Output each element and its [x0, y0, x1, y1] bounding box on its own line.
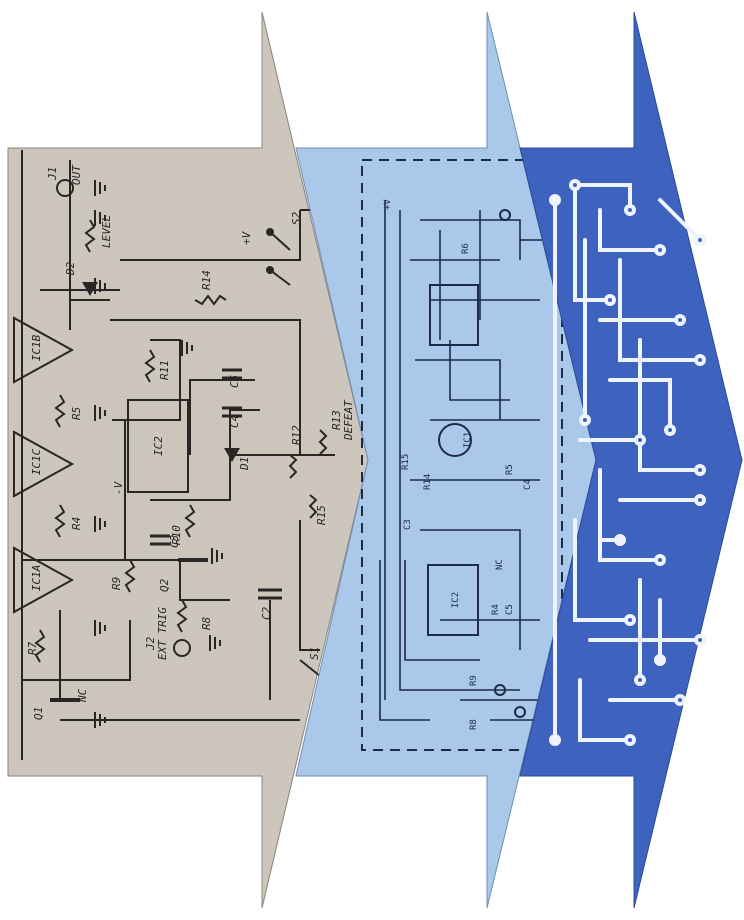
label-ic1a: IC1A	[30, 565, 43, 592]
layout-label-r5: R5	[505, 464, 515, 475]
ic2-package-symbol	[127, 399, 189, 493]
label-c5: C5	[228, 375, 241, 388]
label-ext-trig: EXT TRIG	[156, 607, 169, 660]
resistor-r13-symbol	[318, 429, 328, 455]
layout-ic2-outline	[427, 564, 479, 636]
jack-ext-trig-symbol	[173, 639, 191, 657]
layout-label-r6: R6	[461, 243, 471, 254]
layout-label-ic1: IC1	[463, 432, 473, 448]
label-plus-v-1: +V	[240, 230, 253, 245]
label-r8: R8	[200, 616, 213, 630]
layout-label-ic2: IC2	[451, 592, 461, 608]
resistor-r7-symbol	[34, 629, 46, 663]
layout-labels: IC2 IC1 R9 R8 R4 R5 R6 C4 C5 C3 NC R14 R…	[383, 199, 533, 730]
label-d1: D1	[238, 457, 251, 471]
label-out: OUT	[70, 164, 83, 185]
capacitor-c4-symbol	[222, 406, 242, 418]
layout-label-r9: R9	[469, 675, 479, 686]
label-minus-v: -V	[112, 480, 125, 495]
schematic-jacks	[56, 179, 191, 657]
schematic-capacitors	[150, 368, 282, 600]
resistor-r5-symbol	[54, 394, 66, 428]
capacitor-c2-symbol	[258, 588, 282, 600]
schematic-stage: IC1B IC1C IC1A IC2 D2 D1 R5 R4 R7 R8 R9 …	[7, 11, 369, 909]
label-j2: J2	[144, 636, 157, 651]
resistor-r9-symbol	[124, 559, 136, 593]
opamp-ic1b-symbol	[13, 316, 75, 384]
resistor-r14-symbol	[194, 294, 227, 306]
resistor-r11-symbol	[144, 349, 156, 383]
label-r7: R7	[26, 641, 39, 655]
opamp-ic1a-symbol	[13, 546, 75, 614]
schematic-labels: IC1B IC1C IC1A IC2 D2 D1 R5 R4 R7 R8 R9 …	[26, 164, 355, 720]
label-c3: C3	[168, 535, 181, 548]
layout-pad-1	[499, 209, 511, 221]
layout-label-r15: R15	[401, 454, 411, 470]
resistor-r6-level-symbol	[84, 219, 96, 253]
layout-ic1-outline	[429, 284, 479, 346]
layout-pad-2	[494, 684, 506, 696]
label-c4: C4	[228, 415, 241, 428]
jack-j1-out-symbol	[56, 179, 74, 197]
label-q1: Q1	[32, 707, 45, 720]
layout-pad-3	[514, 706, 526, 718]
label-nc: NC	[76, 688, 89, 703]
label-q2: Q2	[158, 578, 171, 592]
resistor-r15-symbol	[308, 494, 318, 519]
label-s2: S2	[290, 211, 303, 225]
label-ic2: IC2	[152, 436, 165, 456]
label-ic1c: IC1C	[30, 448, 43, 475]
label-r5: R5	[70, 407, 83, 420]
label-s1: S1	[308, 647, 321, 660]
label-r9: R9	[110, 577, 123, 590]
label-defeat: DEFEAT	[342, 399, 355, 441]
label-r13: R13	[330, 410, 343, 430]
label-d2: D2	[64, 261, 77, 276]
capacitor-c5-symbol	[222, 368, 242, 380]
layout-label-r14: R14	[423, 474, 433, 490]
label-j1: J1	[46, 167, 59, 181]
pcb-stage	[519, 11, 743, 909]
label-r10: R10	[170, 525, 183, 545]
label-level: LEVEL	[100, 215, 113, 248]
resistor-r8-symbol	[176, 599, 188, 633]
label-ic1b: IC1B	[30, 334, 43, 361]
schematic-opamps	[13, 316, 75, 614]
pcb-traces	[553, 183, 702, 742]
label-r15: R15	[315, 505, 328, 525]
capacitor-c3-symbol	[150, 534, 170, 546]
label-r11: R11	[158, 360, 171, 380]
layout-label-c4: C4	[523, 479, 533, 490]
layout-label-nc: NC	[495, 559, 505, 570]
switch-s2-symbol	[269, 231, 291, 286]
label-r4: R4	[70, 517, 83, 530]
layout-label-r4: R4	[491, 604, 501, 615]
schematic-resistors	[34, 219, 328, 663]
pcb-pad-holes	[573, 183, 702, 742]
label-r12: R12	[290, 425, 303, 445]
label-r14: R14	[200, 270, 213, 290]
opamp-ic1c-symbol	[13, 430, 75, 498]
layout-transistor-outline	[438, 423, 472, 457]
layout-board-outline	[361, 159, 563, 751]
resistor-r4-symbol	[54, 504, 66, 538]
layout-label-plus-v: +V	[383, 199, 393, 210]
layout-wiring	[379, 200, 545, 721]
label-c2: C2	[260, 606, 273, 620]
layout-label-r8: R8	[469, 719, 479, 730]
diode-d1-symbol	[224, 448, 240, 462]
layout-label-c3: C3	[403, 519, 413, 530]
layout-stage: IC2 IC1 R9 R8 R4 R5 R6 C4 C5 C3 NC R14 R…	[295, 11, 597, 909]
resistor-r12-symbol	[288, 454, 298, 479]
schematic-transistors	[50, 558, 208, 702]
layout-label-c5: C5	[505, 604, 515, 615]
resistor-r10-symbol	[184, 504, 196, 538]
schematic-grounds	[94, 180, 223, 728]
